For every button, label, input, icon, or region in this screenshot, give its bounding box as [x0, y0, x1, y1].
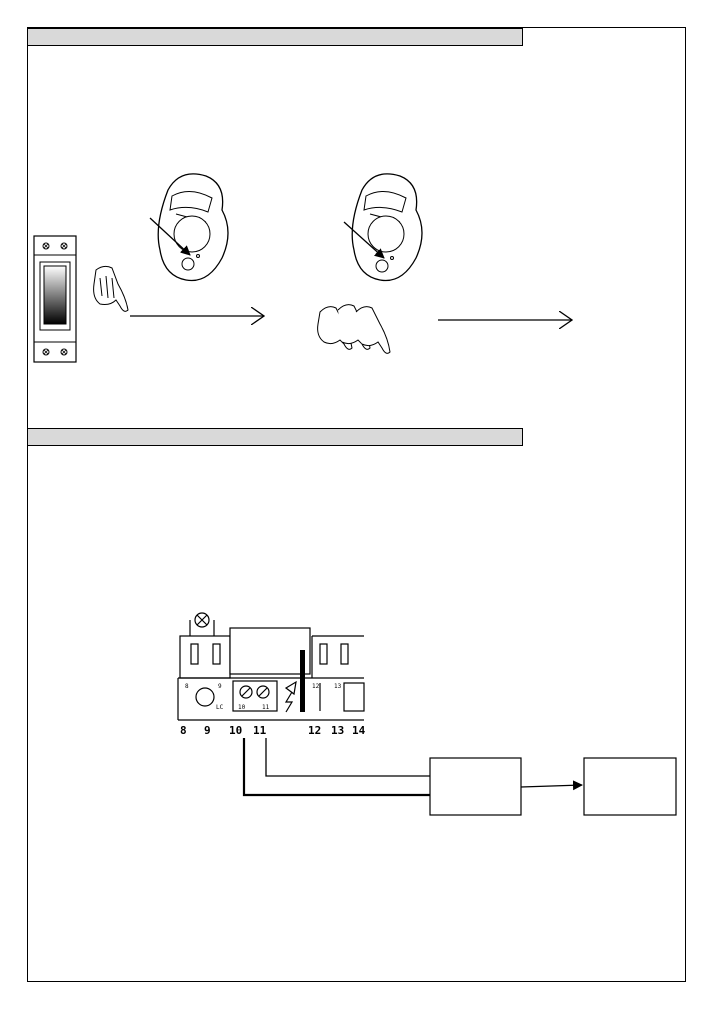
section-header-bar-wiring	[27, 428, 523, 446]
remote-fob-icon	[351, 173, 423, 282]
antenna-bolt-icon	[284, 680, 297, 713]
terminal-label-10: 10	[229, 724, 242, 737]
wire-terminal-11	[265, 738, 430, 777]
inner-label-9: 9	[218, 683, 222, 690]
power-switch-icon	[33, 235, 77, 363]
inner-label-11: 11	[262, 704, 270, 711]
external-device-box-2	[583, 757, 677, 816]
terminal-label-9: 9	[204, 724, 211, 737]
terminal-label-11: 11	[253, 724, 267, 737]
terminal-label-12: 12	[308, 724, 321, 737]
repeated-press-hands-icon	[317, 304, 391, 354]
section-header-bar-learning	[27, 28, 523, 46]
terminal-label-14: 14	[352, 724, 366, 737]
inner-label-10: 10	[238, 704, 246, 711]
page-frame	[27, 27, 686, 982]
remote-fob-icon	[157, 173, 229, 282]
inner-label-13: 13	[334, 683, 342, 690]
screw-terminal-icon	[232, 680, 278, 712]
wire-terminal-10	[242, 738, 430, 797]
pointing-hand-icon	[93, 265, 129, 312]
terminal-label-13: 13	[331, 724, 344, 737]
point-arrow-1	[149, 217, 191, 256]
terminal-label-8: 8	[180, 724, 187, 737]
external-device-box-1	[429, 757, 522, 816]
lamp-icon	[189, 612, 215, 636]
board-divider	[300, 650, 305, 712]
device-link-arrow	[520, 780, 583, 791]
inner-label-8: 8	[185, 683, 189, 690]
terminal-board	[177, 612, 365, 721]
point-arrow-2	[343, 221, 385, 259]
inner-label-lc: LC	[216, 704, 224, 711]
inner-label-12: 12	[312, 683, 320, 690]
